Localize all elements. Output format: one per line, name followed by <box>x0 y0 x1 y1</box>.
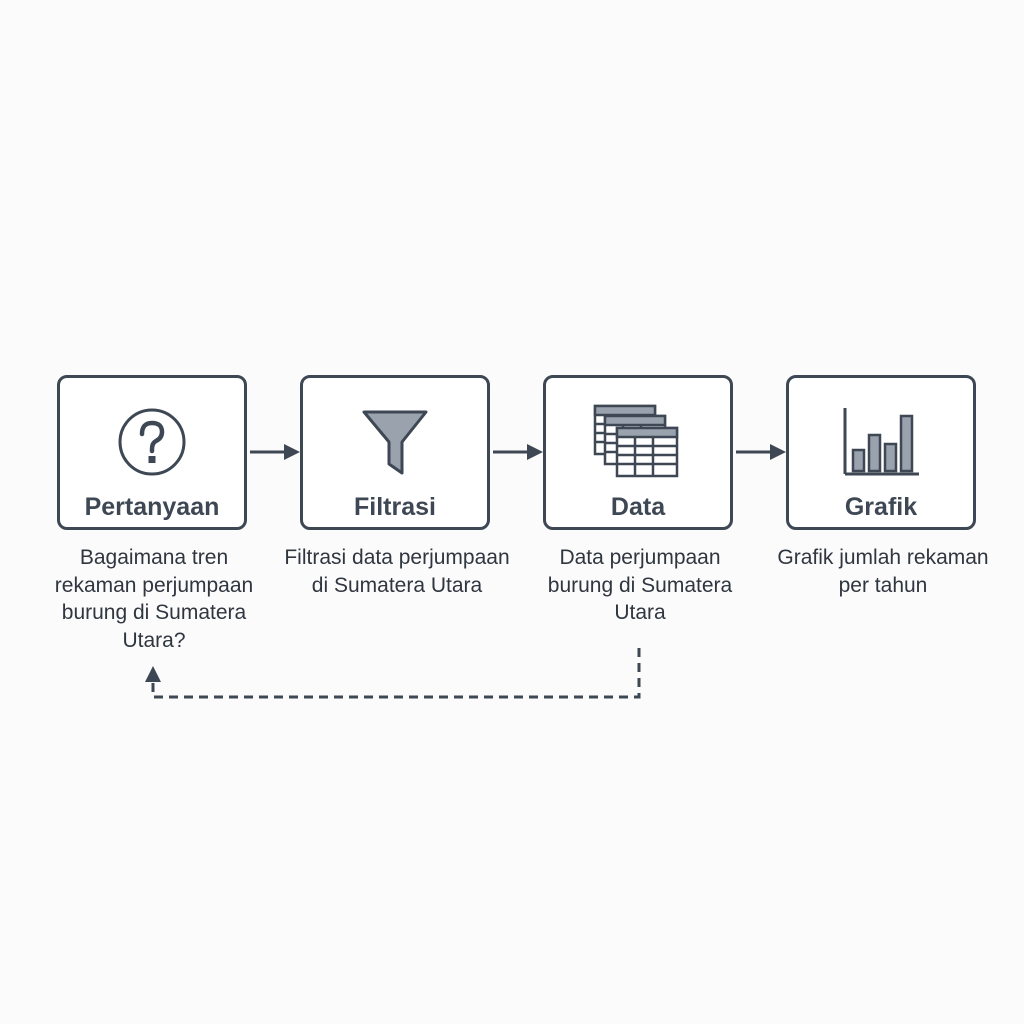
step-description-pertanyaan: Bagaimana tren rekaman perjumpaan burung… <box>54 546 254 652</box>
step-box-data: Data <box>543 375 733 530</box>
step-description-grafik: Grafik jumlah rekaman per tahun <box>777 546 989 597</box>
step-title: Grafik <box>844 493 918 521</box>
step-box-pertanyaan: Pertanyaan <box>57 375 247 530</box>
arrow-connector-3-4 <box>736 444 786 460</box>
arrow-connector-1-2 <box>250 444 300 460</box>
step-description-data: Data perjumpaan burung di Sumatera Utara <box>547 546 733 624</box>
bar-chart-icon <box>789 406 973 478</box>
question-circle-icon <box>60 406 244 478</box>
arrow-connector-2-3 <box>493 444 543 460</box>
step-title: Filtrasi <box>354 493 436 521</box>
data-table-stack-icon <box>546 404 730 478</box>
step-box-grafik: Grafik <box>786 375 976 530</box>
step-description-filtrasi: Filtrasi data perjumpaan di Sumatera Uta… <box>284 546 510 597</box>
feedback-dashed-arrow <box>145 648 641 699</box>
step-box-filtrasi: Filtrasi <box>300 375 490 530</box>
funnel-filter-icon <box>303 406 487 478</box>
step-title: Pertanyaan <box>84 493 220 521</box>
step-title: Data <box>610 493 666 521</box>
